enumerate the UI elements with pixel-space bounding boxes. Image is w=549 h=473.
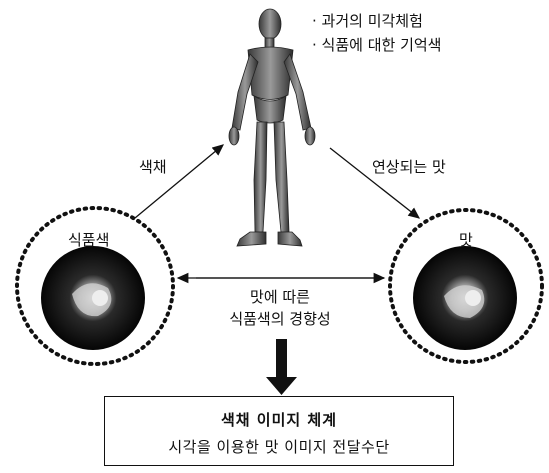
result-box: 색채 이미지 체계 시각을 이용한 맛 이미지 전달수단 <box>104 396 454 466</box>
box-subtitle: 시각을 이용한 맛 이미지 전달수단 <box>105 436 453 457</box>
food-disc-right <box>413 246 517 350</box>
arrow-right-label: 연상되는 맛 <box>372 156 446 177</box>
circle-right-label: 맛 <box>459 229 473 250</box>
center-line-2: 식품색의 경향성 <box>190 308 370 330</box>
down-arrow <box>266 339 297 395</box>
center-line-1: 맛에 따른 <box>190 286 370 308</box>
bullet-item: · 식품에 대한 기억색 <box>312 33 441 57</box>
food-disc-left <box>41 246 145 350</box>
bullet-item: · 과거의 미각체험 <box>312 9 441 33</box>
mannequin-figure <box>229 9 315 246</box>
center-caption: 맛에 따른 식품색의 경향성 <box>190 286 370 330</box>
arrow-left-label: 색채 <box>139 156 167 177</box>
circle-left-label: 식품색 <box>68 229 109 250</box>
bullet-list: · 과거의 미각체험 · 식품에 대한 기억색 <box>312 9 441 57</box>
box-title: 색채 이미지 체계 <box>105 409 453 430</box>
